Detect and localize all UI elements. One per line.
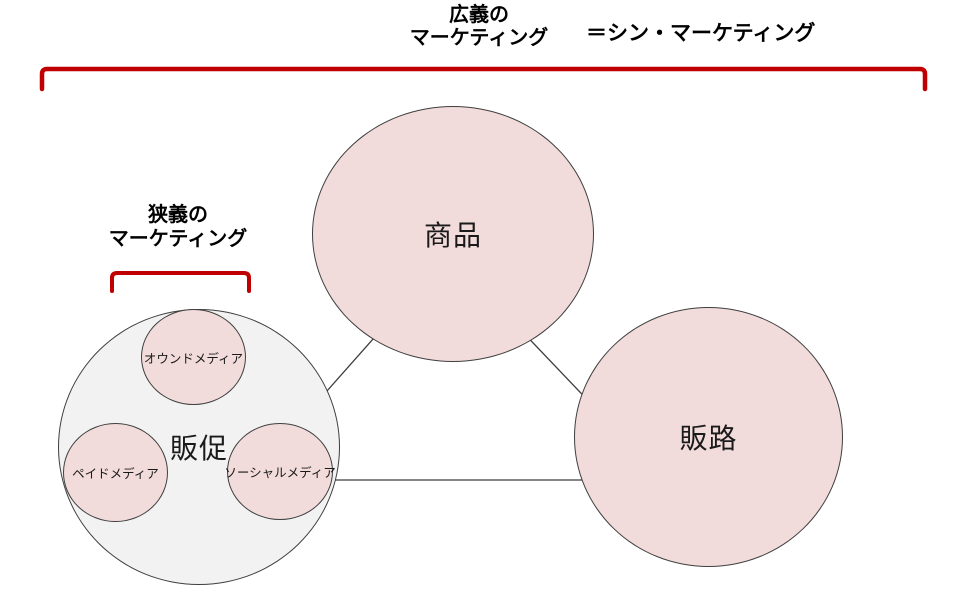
owned-media-circle: オウンドメディア	[141, 309, 246, 405]
product-label: 商品	[423, 220, 482, 251]
broad-marketing-title: 広義の マーケティング	[403, 4, 555, 50]
promotion-label: 販促	[169, 433, 228, 464]
sales-channel-circle: 販路	[574, 307, 843, 567]
narrow-marketing-title: 狭義の マーケティング	[100, 203, 256, 251]
narrow-marketing-title-line1: 狭義の	[148, 204, 208, 226]
product-circle: 商品	[312, 106, 594, 362]
sales-channel-label: 販路	[679, 423, 738, 454]
owned-media-label: オウンドメディア	[143, 351, 244, 366]
paid-media-circle: ペイドメディア	[63, 423, 168, 522]
narrow-marketing-title-line2: マーケティング	[108, 228, 248, 250]
broad-marketing-title-line1: 広義の	[449, 4, 509, 26]
broad-marketing-bracket	[39, 66, 928, 92]
narrow-marketing-bracket	[110, 271, 251, 293]
broad-marketing-title-line2: マーケティング	[409, 27, 549, 49]
paid-media-label: ペイドメディア	[72, 467, 159, 481]
shin-marketing-title: ＝シン・マーケティング	[586, 22, 816, 45]
social-media-label: ソーシャルメディア	[224, 466, 336, 480]
social-media-circle: ソーシャルメディア	[224, 423, 336, 520]
